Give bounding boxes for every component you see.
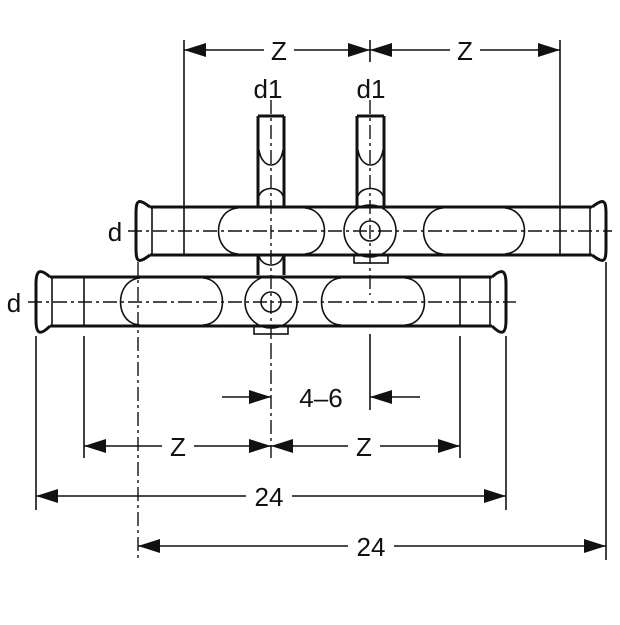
label-d1-left: d1: [254, 74, 283, 104]
dimension-top-z: [184, 40, 560, 62]
label-z-bottom-right: Z: [356, 432, 372, 462]
label-z-top-left: Z: [271, 36, 287, 66]
label-z-bottom-left: Z: [170, 432, 186, 462]
label-d-lower: d: [7, 288, 21, 318]
label-offset: 4–6: [299, 383, 342, 413]
lower-manifold-pipe: [28, 270, 516, 335]
dimension-offset: [222, 390, 420, 404]
label-d1-right: d1: [357, 74, 386, 104]
labels: Z Z d1 d1 d d 4–6 Z Z 24 24: [7, 36, 480, 562]
dimension-bottom-z: [84, 439, 460, 453]
branch-left: [256, 100, 286, 345]
label-z-top-right: Z: [457, 36, 473, 66]
upper-manifold-pipe: [128, 200, 612, 264]
branch-right: [355, 100, 386, 295]
label-length-lower: 24: [255, 482, 284, 512]
label-length-upper: 24: [357, 532, 386, 562]
label-d-upper: d: [108, 217, 122, 247]
extension-lines: [35, 40, 607, 560]
